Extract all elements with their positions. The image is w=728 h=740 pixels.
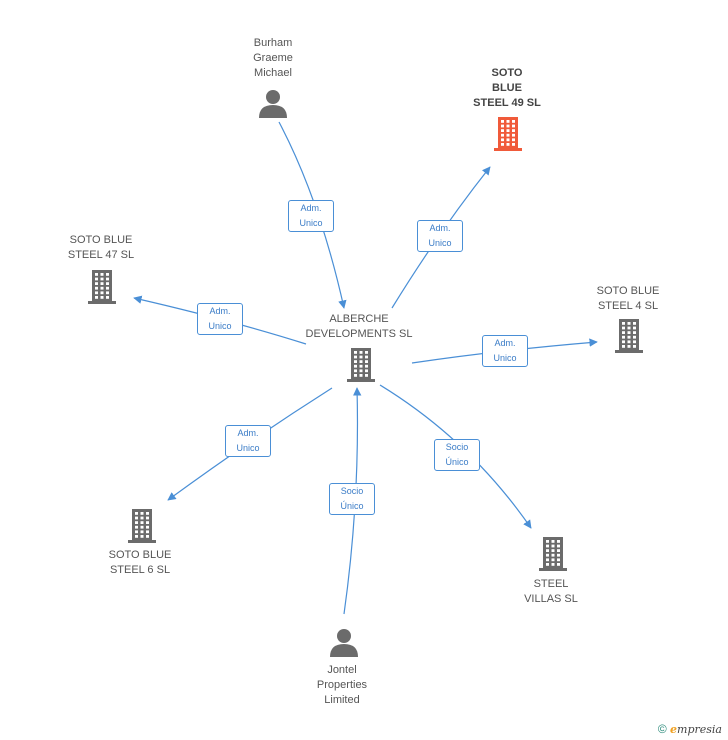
node-label-burham[interactable]: Burham Graeme Michael bbox=[253, 37, 293, 79]
building-icon[interactable] bbox=[615, 319, 643, 353]
building-icon[interactable] bbox=[347, 348, 375, 382]
node-label-alberche[interactable]: ALBERCHE DEVELOPMENTS SL bbox=[305, 313, 413, 340]
brand-logo: empresia bbox=[670, 723, 722, 736]
edge-label-jontel-to-alberche[interactable]: Socio Único bbox=[329, 483, 375, 515]
person-icon[interactable] bbox=[259, 90, 287, 118]
building-icon[interactable] bbox=[88, 270, 116, 304]
node-label-soto47[interactable]: SOTO BLUE STEEL 47 SL bbox=[67, 234, 135, 261]
edge-label-burham-to-alberche[interactable]: Adm. Unico bbox=[288, 200, 334, 232]
node-label-soto6[interactable]: SOTO BLUE STEEL 6 SL bbox=[108, 549, 172, 576]
edge-label-alberche-to-villas[interactable]: Socio Único bbox=[434, 439, 480, 471]
node-label-soto4[interactable]: SOTO BLUE STEEL 4 SL bbox=[596, 285, 660, 312]
edge-label-alberche-to-soto6[interactable]: Adm. Unico bbox=[225, 425, 271, 457]
node-label-jontel[interactable]: Jontel Properties Limited bbox=[316, 664, 368, 706]
edge-label-alberche-to-soto47[interactable]: Adm. Unico bbox=[197, 303, 243, 335]
node-label-villas[interactable]: STEEL VILLAS SL bbox=[524, 578, 578, 605]
edge-label-alberche-to-soto49[interactable]: Adm. Unico bbox=[417, 220, 463, 252]
building-icon[interactable] bbox=[494, 117, 522, 151]
building-icon[interactable] bbox=[539, 537, 567, 571]
edge-label-alberche-to-soto4[interactable]: Adm. Unico bbox=[482, 335, 528, 367]
person-icon[interactable] bbox=[330, 629, 358, 657]
copyright-symbol: © bbox=[657, 722, 667, 736]
building-icon[interactable] bbox=[128, 509, 156, 543]
footer-brand: © empresia bbox=[658, 722, 722, 736]
node-label-soto49[interactable]: SOTO BLUE STEEL 49 SL bbox=[473, 67, 541, 109]
